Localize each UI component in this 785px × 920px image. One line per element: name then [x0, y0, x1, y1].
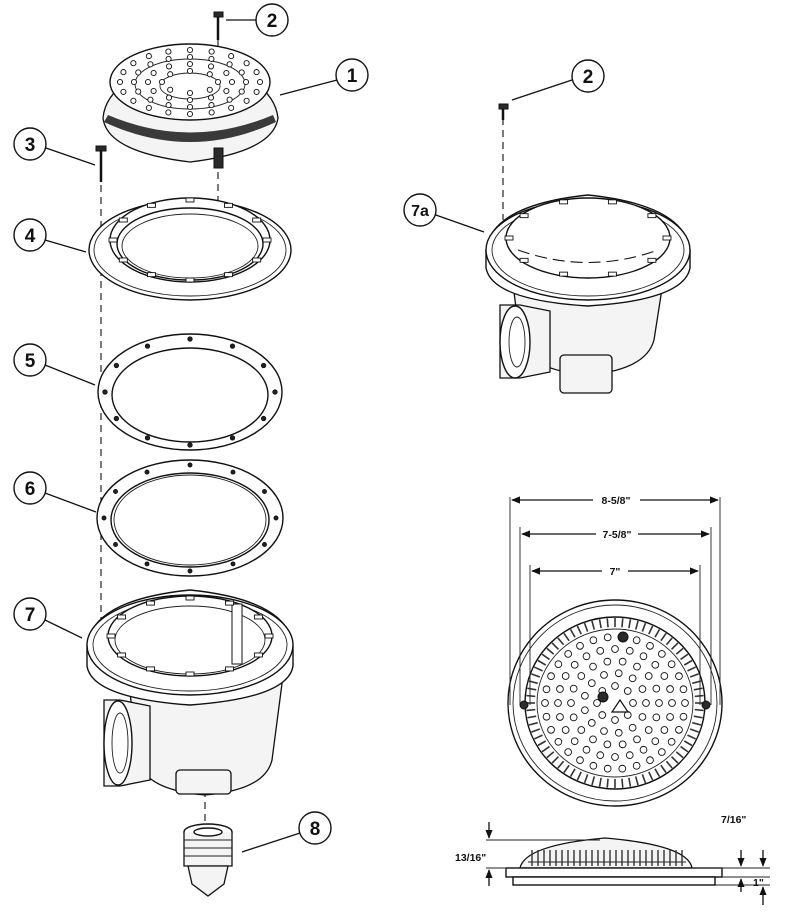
- dim-overall-width-label: 8-5/8": [602, 495, 631, 507]
- callout-3-label: 3: [25, 135, 36, 156]
- dim-side-height-label: 13/16": [455, 852, 486, 864]
- dimension-ring-height: 1": [737, 877, 767, 905]
- top-view-cover: [507, 599, 723, 807]
- dimension-ring-width: 7-5/8": [521, 529, 710, 541]
- dimension-side-height: 13/16": [455, 822, 493, 886]
- callout-7a-label: 7a: [411, 203, 429, 220]
- part-7-drain-body: [86, 589, 294, 796]
- callout-2-top-label: 2: [267, 11, 278, 32]
- dimension-cover-height: 7/16": [721, 814, 767, 867]
- callout-6: 6: [13, 471, 97, 513]
- dim-cover-width-label: 7": [610, 566, 621, 578]
- dimension-overall-width: 8-5/8": [511, 495, 719, 507]
- callout-2-top: 2: [226, 3, 289, 37]
- callout-3: 3: [13, 127, 96, 166]
- part-5-gasket: [97, 333, 283, 451]
- callout-7-label: 7: [25, 605, 36, 626]
- part-2-screw-top: [213, 11, 224, 40]
- dim-ring-height-label: 1": [753, 877, 764, 889]
- part-8-adapter: [183, 823, 233, 897]
- dim-ring-width-label: 7-5/8": [603, 529, 632, 541]
- callout-2-7a: 2: [511, 59, 605, 101]
- part-3-screw: [95, 145, 107, 182]
- top-view-extension-lines: [509, 497, 721, 705]
- callout-8: 8: [241, 811, 332, 853]
- callout-7: 7: [13, 597, 83, 639]
- callout-2-7a-label: 2: [583, 67, 594, 88]
- callout-6-label: 6: [25, 479, 36, 500]
- callout-4-label: 4: [25, 226, 36, 247]
- dimension-cover-width: 7": [531, 566, 699, 578]
- part-7a-drain-body: [485, 194, 691, 394]
- part-1-drain-cover: [102, 43, 279, 169]
- part-2-screw-7a: [498, 103, 509, 120]
- part-4-frame-ring: [88, 197, 292, 301]
- side-profile-view: [486, 837, 770, 886]
- callout-5-label: 5: [25, 351, 36, 372]
- callout-7a: 7a: [403, 193, 485, 233]
- callout-8-label: 8: [310, 819, 321, 840]
- callout-5: 5: [13, 343, 96, 386]
- callout-4: 4: [13, 218, 87, 253]
- callout-1: 1: [279, 58, 369, 96]
- dim-cover-height-label: 7/16": [721, 814, 746, 826]
- part-6-o-ring: [96, 459, 284, 577]
- callout-1-label: 1: [347, 66, 358, 87]
